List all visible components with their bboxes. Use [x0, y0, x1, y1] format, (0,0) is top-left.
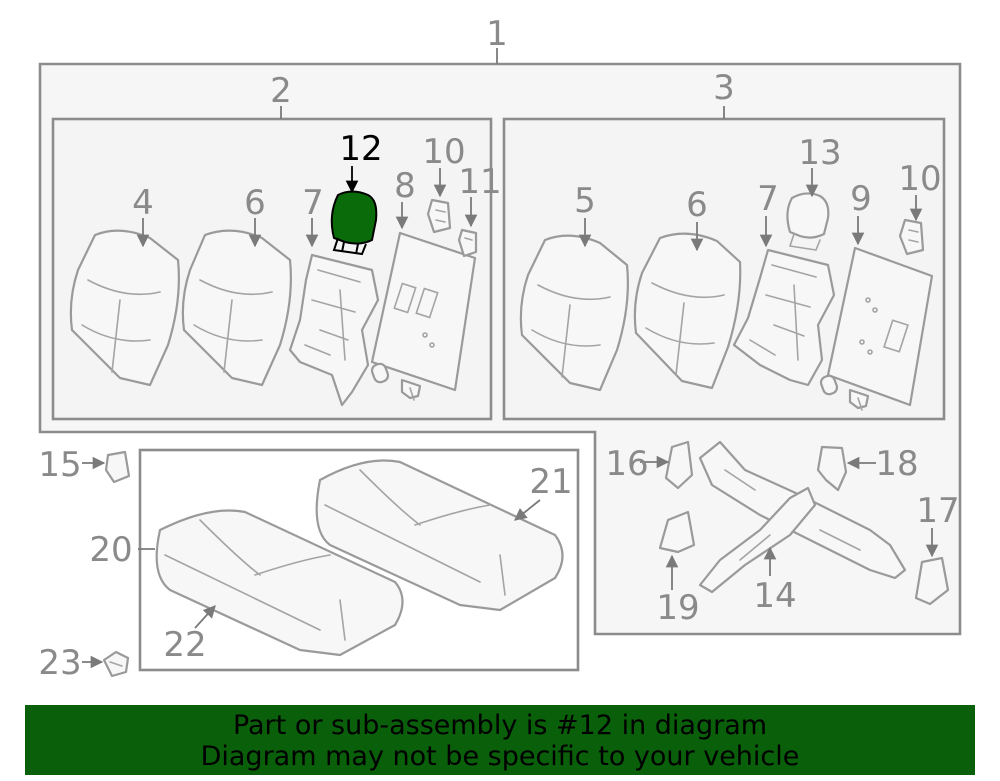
part-21-cushion-cover[interactable] — [315, 459, 564, 612]
part-9-seatback-board[interactable] — [826, 246, 934, 407]
part-7-seatback-frame-right[interactable] — [732, 248, 836, 387]
leader-lines — [82, 166, 939, 669]
part-17-cover[interactable] — [914, 556, 950, 606]
part-4-seatback-cover[interactable] — [69, 229, 180, 387]
callout-5: 5 — [574, 181, 596, 221]
part-23-hook[interactable] — [102, 650, 130, 678]
callout-7-right: 7 — [757, 179, 779, 219]
callout-22: 22 — [163, 625, 206, 665]
callout-6-right: 6 — [686, 185, 708, 225]
callout-23: 23 — [38, 643, 81, 683]
part-14-frame-rail[interactable] — [698, 440, 907, 594]
callout-14: 14 — [753, 576, 796, 616]
banner-line-2: Diagram may not be specific to your vehi… — [200, 741, 800, 772]
parts-diagram: 1 2 3 4 6 7 12 10 8 11 5 6 7 13 9 10 15 … — [38, 14, 962, 683]
part-18-bracket[interactable] — [816, 445, 848, 492]
part-7-seatback-frame[interactable] — [288, 253, 380, 407]
callout-9: 9 — [850, 179, 872, 219]
banner-line-1: Part or sub-assembly is #12 in diagram — [232, 710, 768, 741]
callout-13: 13 — [798, 133, 841, 173]
part-16-bracket[interactable] — [664, 440, 694, 490]
hardware-bushing-2 — [370, 362, 422, 401]
info-banner: Part or sub-assembly is #12 in diagram D… — [25, 705, 975, 775]
callout-4: 4 — [132, 183, 154, 223]
part-19-bracket[interactable] — [658, 510, 696, 554]
part-22-cushion-cover[interactable] — [155, 509, 404, 657]
callout-17: 17 — [916, 491, 959, 531]
callout-20: 20 — [89, 530, 132, 570]
callout-11: 11 — [458, 162, 501, 202]
callout-18: 18 — [875, 444, 918, 484]
part-11-clip[interactable] — [457, 228, 478, 258]
callout-7-left: 7 — [302, 183, 324, 223]
part-8-seatback-board[interactable] — [370, 231, 477, 392]
callout-1: 1 — [486, 14, 508, 54]
callout-16: 16 — [605, 444, 648, 484]
callout-21: 21 — [529, 462, 572, 502]
hardware-bushing-3 — [819, 374, 870, 411]
part-10-clip-left[interactable] — [426, 198, 452, 234]
callout-10-left: 10 — [422, 132, 465, 172]
callout-10-right: 10 — [898, 159, 941, 199]
part-15-clip[interactable] — [104, 450, 131, 484]
callout-15: 15 — [38, 445, 81, 485]
callout-19: 19 — [656, 588, 699, 628]
callout-8: 8 — [394, 166, 416, 206]
callout-3: 3 — [713, 68, 735, 108]
part-6-seatback-cover[interactable] — [181, 229, 292, 387]
callout-6-left: 6 — [244, 183, 266, 223]
callout-2: 2 — [270, 71, 292, 111]
part-12-headrest[interactable] — [330, 190, 378, 256]
part-10-clip-right[interactable] — [898, 218, 925, 256]
callout-12: 12 — [339, 129, 382, 169]
